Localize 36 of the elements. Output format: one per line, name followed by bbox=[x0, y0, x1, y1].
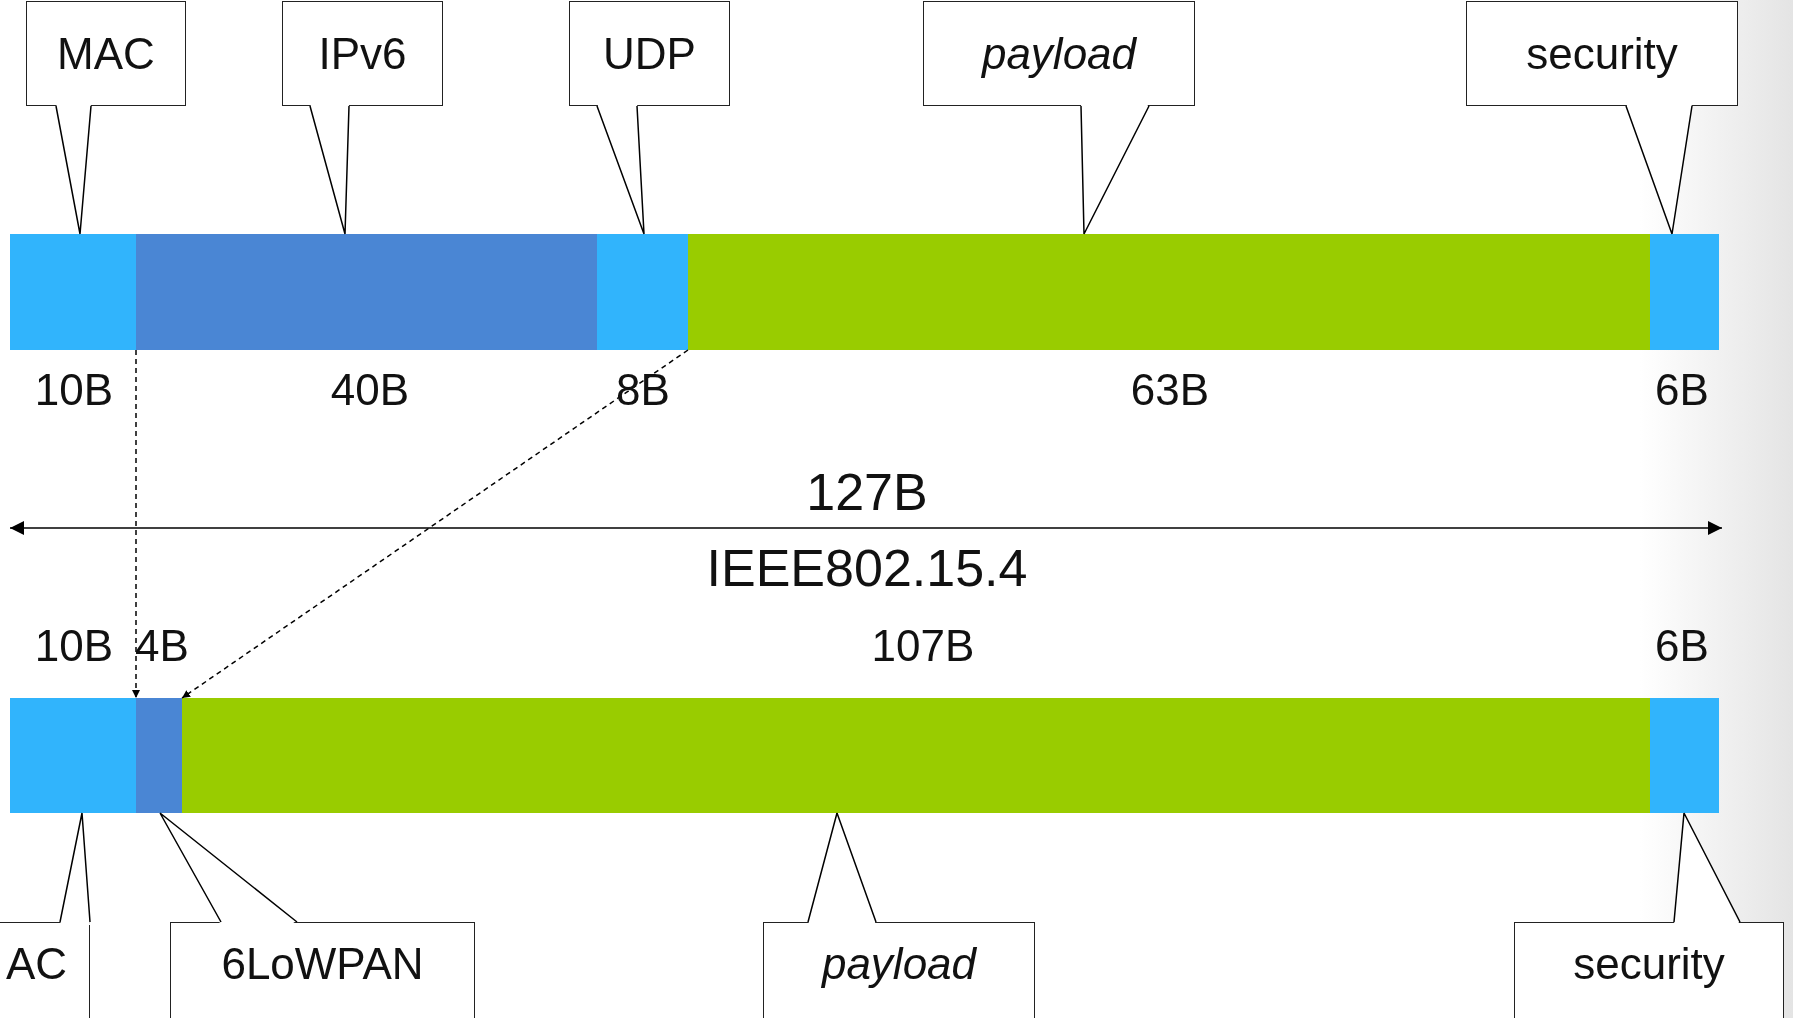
size-label: 40B bbox=[330, 365, 410, 415]
frame-segment bbox=[1650, 234, 1719, 350]
frame-segment bbox=[1650, 698, 1719, 813]
size-label: 6B bbox=[1655, 365, 1709, 415]
size-label: 6B bbox=[1655, 621, 1709, 671]
total-size-label: 127B bbox=[806, 462, 928, 522]
frame-segment bbox=[136, 698, 182, 813]
frame-segment bbox=[688, 234, 1650, 350]
frame-segment bbox=[10, 698, 136, 813]
frame-segment bbox=[10, 234, 136, 350]
size-label: 63B bbox=[1130, 365, 1210, 415]
callout-pointer bbox=[309, 105, 350, 235]
callout-pointer bbox=[596, 105, 645, 235]
callout-box: AC bbox=[0, 922, 90, 1018]
callout-box: 6LoWPAN bbox=[170, 922, 475, 1018]
standard-label: IEEE802.15.4 bbox=[706, 538, 1028, 598]
callout-box: MAC bbox=[26, 1, 186, 106]
frame-segment bbox=[136, 234, 597, 350]
callout-pointer bbox=[59, 812, 91, 923]
size-label: 4B bbox=[135, 621, 189, 671]
callout-pointer bbox=[1080, 105, 1150, 235]
callout-box: IPv6 bbox=[282, 1, 443, 106]
size-label: 8B bbox=[616, 365, 670, 415]
callout-pointer bbox=[1673, 812, 1741, 923]
frame-segment bbox=[182, 698, 1650, 813]
size-label: 107B bbox=[871, 621, 975, 671]
frame-segment bbox=[597, 234, 688, 350]
callout-pointer bbox=[807, 812, 877, 923]
callout-box: UDP bbox=[569, 1, 730, 106]
size-label: 10B bbox=[34, 621, 114, 671]
arrow bbox=[132, 349, 140, 699]
callout-pointer bbox=[55, 105, 92, 235]
callout-pointer bbox=[1625, 105, 1693, 235]
callout-pointer bbox=[159, 812, 298, 923]
size-label: 10B bbox=[34, 365, 114, 415]
arrow bbox=[181, 349, 689, 699]
